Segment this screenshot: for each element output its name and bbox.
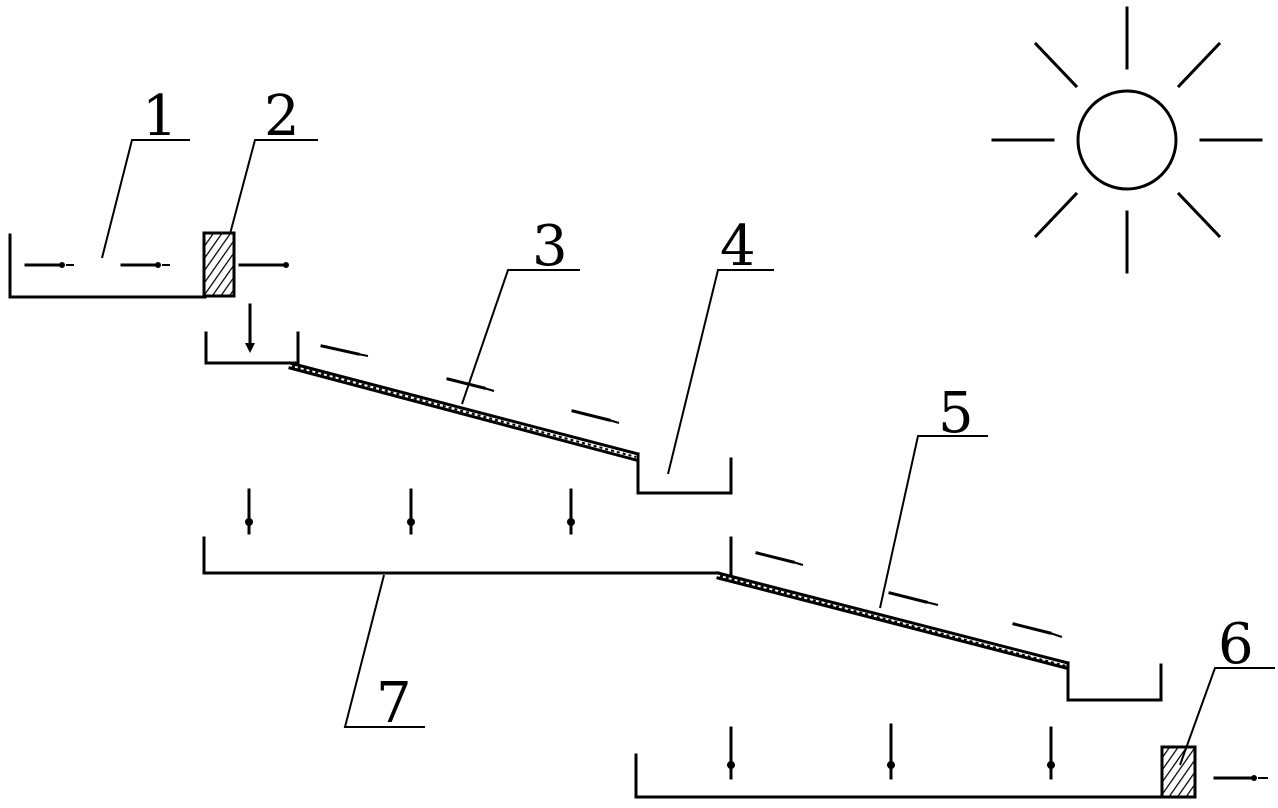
bottom-drip-arrows [727, 723, 1055, 780]
sun-icon [991, 6, 1263, 274]
upper-tank [8, 233, 207, 299]
lower-trough [1066, 661, 1163, 702]
upper-gate [202, 231, 289, 298]
label-7: 7 [376, 671, 412, 736]
middle-basin [202, 536, 720, 575]
bottom-basin [634, 753, 1165, 799]
lower-incline-plate [716, 536, 1070, 670]
drop-arrow [245, 303, 255, 353]
label-2: 2 [264, 84, 300, 149]
upper-trough [636, 452, 733, 495]
label-4: 4 [720, 214, 756, 279]
label-6: 6 [1218, 612, 1254, 677]
label-3: 3 [532, 214, 568, 279]
label-1: 1 [142, 84, 178, 149]
upper-incline-plate [204, 331, 640, 462]
leader-lines [101, 139, 1275, 766]
middle-drip-arrows [245, 488, 575, 535]
lower-gate [1160, 745, 1268, 799]
label-5: 5 [938, 381, 974, 446]
